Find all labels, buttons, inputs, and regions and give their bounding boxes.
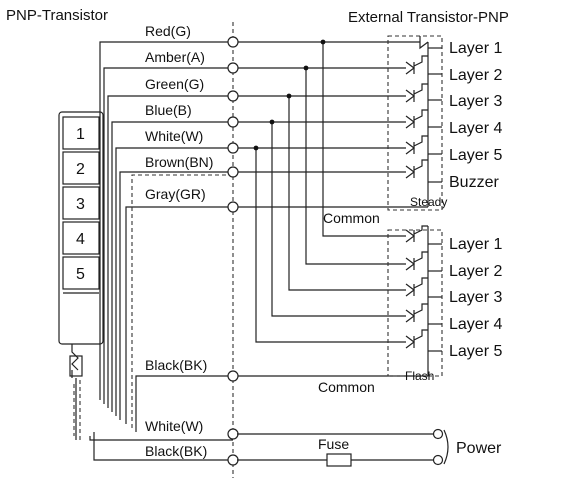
flash-layer-2: Layer 2 [449, 263, 502, 280]
right-wiring [237, 41, 429, 377]
steady-block [387, 35, 443, 211]
flash-layer-1: Layer 1 [449, 236, 502, 253]
tower-segment-1: 1 [76, 126, 85, 143]
fuse-symbol [326, 453, 352, 467]
right-title: External Transistor-PNP [348, 9, 509, 26]
terminal-circles [227, 36, 239, 466]
wire-label-amber: Amber(A) [145, 49, 205, 65]
flash-label: Flash [405, 369, 434, 383]
wire-label-power-white: White(W) [145, 418, 203, 434]
left-title: PNP-Transistor [6, 7, 108, 24]
flash-block [387, 229, 443, 377]
power-wiring [237, 429, 449, 465]
tower-segment-3: 3 [76, 196, 85, 213]
wire-label-green: Green(G) [145, 76, 204, 92]
power-terminal-top [432, 428, 444, 440]
steady-layer-4: Layer 4 [449, 120, 502, 137]
power-label: Power [456, 440, 502, 457]
wire-label-blue: Blue(B) [145, 102, 192, 118]
wire-label-red: Red(G) [145, 23, 191, 39]
steady-label: Steady [410, 195, 447, 209]
wire-label-power-black: Black(BK) [145, 443, 207, 459]
tower-segment-5: 5 [76, 266, 85, 283]
steady-transistors [405, 36, 442, 198]
fuse-label: Fuse [318, 436, 349, 452]
wire-label-white: White(W) [145, 128, 203, 144]
steady-layer-1: Layer 1 [449, 40, 502, 57]
steady-layer-3: Layer 3 [449, 93, 502, 110]
flash-layer-4: Layer 4 [449, 316, 502, 333]
tower-segment-4: 4 [76, 231, 85, 248]
common-label-bottom: Common [318, 379, 375, 395]
flash-transistors [405, 225, 442, 364]
wire-label-brown: Brown(BN) [145, 154, 213, 170]
steady-layer-2: Layer 2 [449, 67, 502, 84]
wire-label-black: Black(BK) [145, 357, 207, 373]
wire-label-gray: Gray(GR) [145, 186, 206, 202]
steady-buzzer: Buzzer [449, 174, 499, 191]
tower-segment-2: 2 [76, 161, 85, 178]
steady-layer-5: Layer 5 [449, 147, 502, 164]
cable-fanout [89, 41, 233, 461]
power-terminal-bottom [432, 454, 444, 466]
flash-layer-3: Layer 3 [449, 289, 502, 306]
signal-tower [58, 111, 104, 440]
flash-layer-5: Layer 5 [449, 343, 502, 360]
junction-dots [253, 39, 326, 151]
common-label-top: Common [323, 210, 380, 226]
